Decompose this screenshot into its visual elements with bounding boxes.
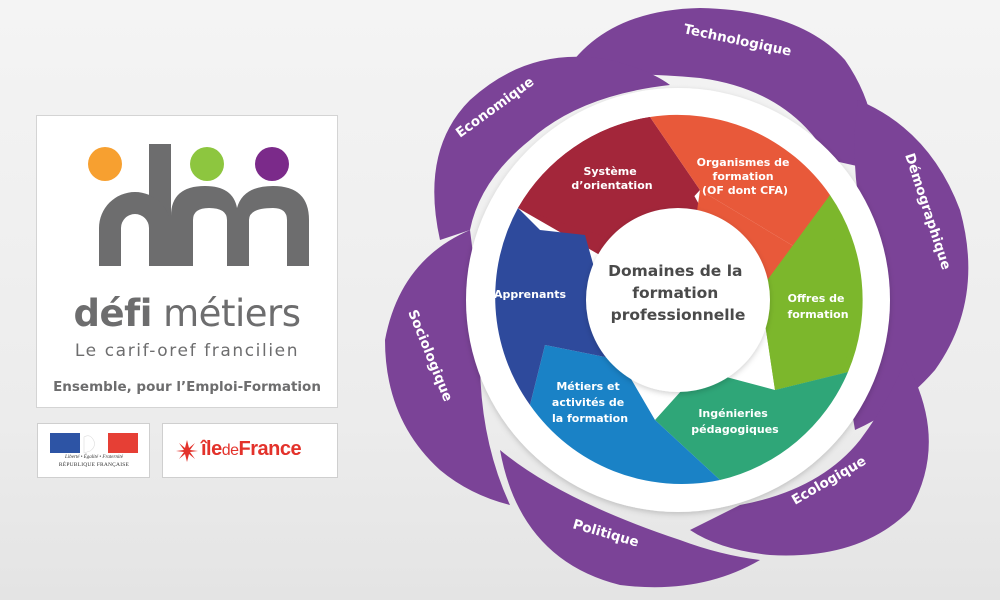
rf-motto: Liberté • Égalité • Fraternité xyxy=(65,455,123,460)
defi-metiers-logo-card: défi métiers Le carif-oref francilien En… xyxy=(36,115,338,408)
label-apprenants: Apprenants xyxy=(494,288,566,301)
brand-name: défi métiers xyxy=(37,294,337,334)
label-organismes: Organismes de formation (OF dont CFA) xyxy=(697,156,794,197)
petal-technologique xyxy=(560,8,876,170)
iledefrance-logo: îledeFrance xyxy=(162,423,338,478)
brand-subtitle: Le carif-oref francilien xyxy=(74,341,300,361)
republique-francaise-logo: Liberté • Égalité • Fraternité RÉPUBLIQU… xyxy=(37,423,150,478)
petal-politique xyxy=(500,450,760,588)
brand-tagline: Ensemble, pour l’Emploi-Formation xyxy=(53,379,321,395)
logo-orange-dot xyxy=(88,147,122,181)
brand-name-light: métiers xyxy=(151,292,301,335)
segment-metiers[interactable] xyxy=(530,345,720,485)
star-burst-icon xyxy=(176,440,198,462)
rf-name: RÉPUBLIQUE FRANÇAISE xyxy=(58,462,130,468)
logo-purple-dot xyxy=(255,147,289,181)
iledefrance-wordmark: îledeFrance xyxy=(201,438,302,461)
segment-apprenants[interactable] xyxy=(495,208,620,405)
petal-sociologique xyxy=(385,230,510,505)
brand-name-bold: défi xyxy=(73,292,153,335)
segment-organismes[interactable] xyxy=(650,114,830,250)
label-systeme-orientation: Système d’orientation xyxy=(571,165,652,192)
idf-part1: île xyxy=(201,438,222,460)
marianne-flag-icon xyxy=(50,433,138,454)
idf-part3: France xyxy=(238,438,302,460)
segment-ingenieries[interactable] xyxy=(655,370,848,480)
logo-m-shape xyxy=(171,186,309,266)
petal-economique xyxy=(434,56,670,240)
label-metiers: Métiers et activités de la formation xyxy=(552,380,628,425)
label-ingenieries: Ingénieries pédagogiques xyxy=(691,407,779,436)
label-offres: Offres de formation xyxy=(787,292,848,321)
idf-part2: de xyxy=(221,442,239,459)
logo-green-dot xyxy=(190,147,224,181)
dm-logo-mark xyxy=(88,144,309,266)
logo-d-bowl xyxy=(99,192,171,266)
center-label: Domaines de la formation professionnelle xyxy=(608,262,748,324)
petal-ecologique xyxy=(690,360,929,556)
domain-ring xyxy=(495,114,863,485)
center-circle xyxy=(586,208,770,392)
